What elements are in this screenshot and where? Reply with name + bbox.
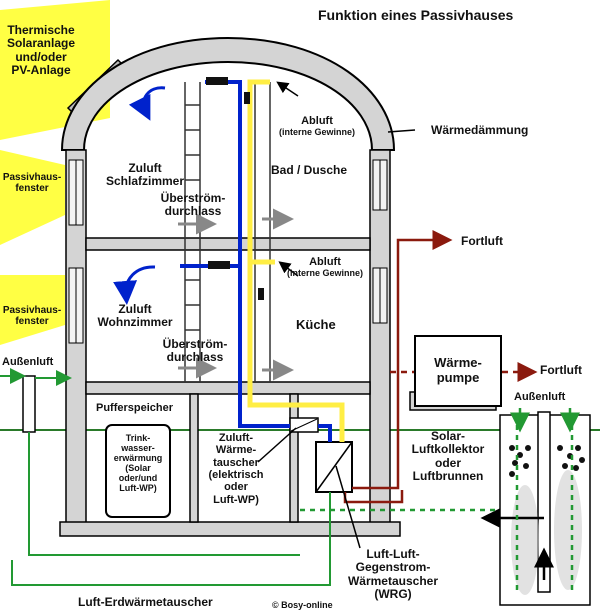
label-erdwaermetauscher: Luft-Erdwärmetauscher [78,595,213,609]
label-abluft-top: Abluft (interne Gewinne) [278,115,355,138]
label-aussenluft-right: Außenluft [514,391,566,403]
solar-air-collector [480,411,591,606]
label-wrg: Luft-Luft-Gegenstrom-Wärmetauscher(WRG) [347,547,439,602]
label-waermedaemmung: Wärmedämmung [431,123,529,137]
pointer-arrows [257,81,416,549]
roof-insulation [60,36,396,151]
label-copyright: © Bosy-online [272,600,333,610]
label-pufferspeicher: Pufferspeicher [96,402,174,414]
extract-valve-top [244,92,250,104]
diagram-title: Funktion eines Passivhauses [318,7,514,23]
heat-pump-unit [409,335,502,411]
vent-mid [208,261,230,269]
ground-heat-exchanger [0,368,331,586]
label-ueberstroem-mid: Überström-durchlass [162,337,228,365]
label-kueche: Küche [296,317,336,332]
extract-air-duct [247,79,345,442]
transfer-arrows [178,208,294,381]
right-wall [369,149,391,526]
label-abluft-mid: Abluft (interne Gewinne) [286,256,363,279]
airflow-arrow-wohn [113,265,156,305]
label-ueberstroem-top: Überström-durchlass [160,191,226,219]
extract-valve-mid [258,288,264,300]
airflow-arrow-schlaf [128,86,166,121]
label-aussenluft-left: Außenluft [2,356,54,368]
ground-floor-partitions [189,393,299,523]
floors [59,237,401,537]
label-waermepumpe: Wärme-pumpe [434,355,482,385]
left-wall [65,149,87,526]
trinkwasser-tank [105,424,171,518]
sun-rays [0,0,110,345]
collector-green-dashed [300,408,580,595]
label-fortluft-right: Fortluft [540,363,582,377]
label-fortluft-top: Fortluft [461,234,503,248]
label-passivhausfenster-mid: Passivhaus-fenster [2,305,62,328]
label-bad-dusche: Bad / Dusche [271,163,348,177]
label-passivhausfenster-top: Passivhaus-fenster [2,172,62,195]
vent-top [206,77,228,85]
